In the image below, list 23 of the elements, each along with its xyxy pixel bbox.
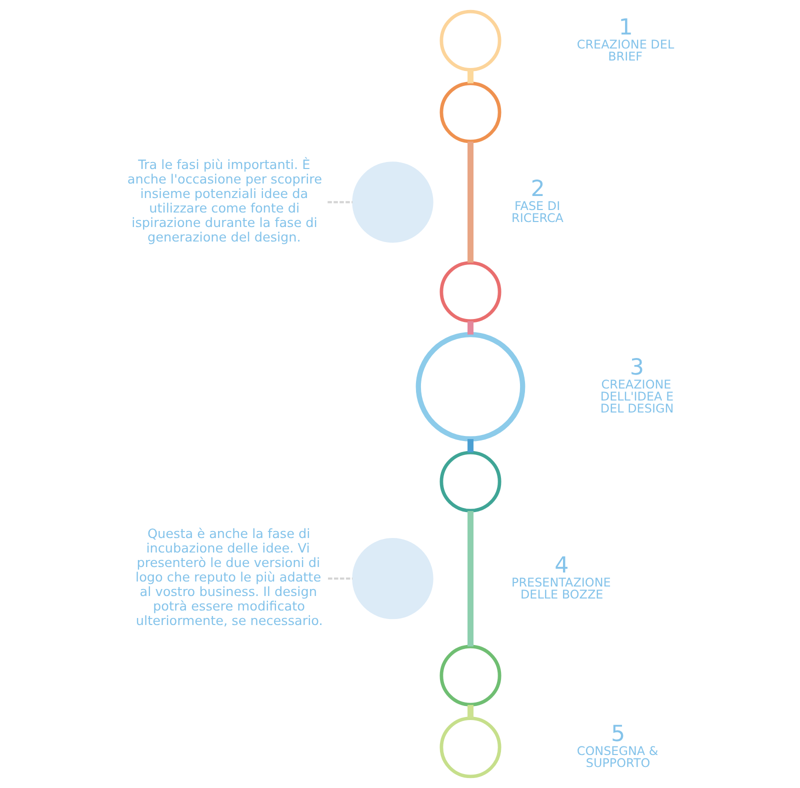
node-circle: [440, 10, 502, 72]
connector: [328, 201, 353, 204]
node-circle: [352, 538, 434, 620]
node-circle: [352, 162, 434, 243]
connector: [328, 578, 353, 580]
node-circle: [440, 644, 502, 706]
connector: [468, 321, 474, 335]
node-circle: [440, 261, 502, 323]
node-circle: [440, 82, 502, 144]
node-circle: [440, 716, 502, 778]
connector: [468, 142, 474, 263]
node-label: FASE DI RICERCA: [512, 199, 564, 225]
connector: [468, 511, 474, 646]
node-circle: [440, 450, 502, 512]
node-label: 2: [530, 176, 545, 202]
connector: [468, 70, 474, 84]
node-circle: [416, 332, 526, 442]
node-text: Questa è anche la fase di incubazione delle idee. Vi presenterò le due versioni di logo che reputo le più adatte al vostro business. Il design potrà essere modificato ulteriormente, se necessario.: [136, 526, 323, 630]
connector: [468, 704, 474, 718]
node-label: 1: [618, 14, 633, 40]
connector: [468, 439, 474, 452]
node-text: Tra le fasi più importanti. È anche l'occasione per scoprire insieme potenziali idee da utilizzare come fonte di ispirazione durante la fase di generazione del design.: [127, 158, 322, 246]
node-label: CREAZIONE DEL BRIEF: [576, 38, 674, 64]
